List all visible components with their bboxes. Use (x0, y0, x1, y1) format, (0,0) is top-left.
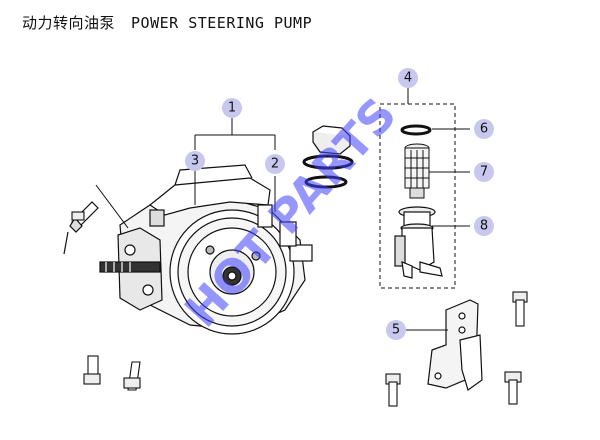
callout-6: 6 (474, 119, 494, 139)
callout-7: 7 (474, 162, 494, 182)
callout-bracket-1 (194, 118, 276, 212)
reservoir-cap (312, 125, 351, 155)
filter-seal (400, 124, 432, 136)
callout-3: 3 (185, 151, 205, 171)
pump-mounting-bolt (63, 201, 99, 255)
callout-8: 8 (474, 216, 494, 236)
title-chinese: 动力转向油泵 (22, 14, 116, 32)
mounting-bracket (427, 299, 483, 391)
callout-6-label: 6 (480, 122, 488, 137)
bolt (71, 211, 85, 221)
callout-7-label: 7 (480, 165, 488, 180)
o-ring-upper (302, 154, 354, 170)
callout-4: 4 (398, 68, 418, 88)
strainer-filter (404, 143, 430, 199)
bolt (83, 355, 101, 385)
callout-2: 2 (265, 154, 285, 174)
bolt (385, 373, 401, 407)
callout-5: 5 (386, 320, 406, 340)
callout-4-label: 4 (404, 71, 412, 86)
bolt (504, 371, 522, 405)
bolt (512, 291, 528, 327)
title-english: POWER STEERING PUMP (131, 14, 313, 32)
o-ring-lower (304, 175, 348, 189)
diagram-title: 动力转向油泵 POWER STEERING PUMP (22, 12, 312, 33)
callout-3-label: 3 (191, 154, 199, 169)
callout-8-label: 8 (480, 219, 488, 234)
reservoir-group-box (379, 103, 456, 289)
bolt (123, 361, 141, 391)
reservoir-body (394, 206, 443, 279)
callout-5-label: 5 (392, 323, 400, 338)
power-steering-pump (99, 164, 313, 335)
callout-1-label: 1 (228, 101, 236, 116)
callout-2-label: 2 (271, 157, 279, 172)
callout-1: 1 (222, 98, 242, 118)
